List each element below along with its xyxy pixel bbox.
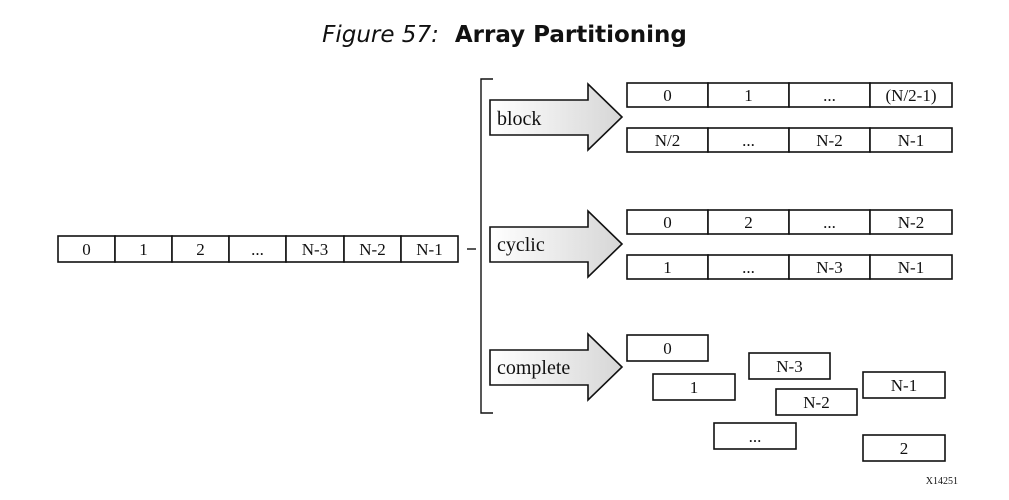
complete-cell-label: 1 — [690, 378, 699, 397]
complete-cell-label: N-2 — [803, 393, 829, 412]
block-bank-0: 0 1 ... (N/2-1) — [626, 82, 953, 108]
partition-cell-label: N-2 — [898, 213, 924, 232]
source-cell-label: 1 — [139, 240, 148, 259]
source-cell-label: 0 — [82, 240, 91, 259]
source-cell-label: N-1 — [416, 240, 442, 259]
partition-cell-label: N-1 — [898, 131, 924, 150]
source-cell: 1 — [114, 235, 173, 263]
complete-cell: N-1 — [862, 371, 946, 399]
image-code: X14251 — [926, 476, 958, 487]
partition-cell-label: N/2 — [655, 131, 681, 150]
partition-cell-label: ... — [742, 131, 755, 150]
cyclic-bank-0: 0 2 ... N-2 — [626, 209, 953, 235]
complete-cell-label: N-1 — [891, 376, 917, 395]
complete-cell-label: 2 — [900, 439, 909, 458]
cyclic-partition: cyclic 0 2 ... N-2 1 ... N-3 N-1 — [489, 209, 953, 280]
partition-cell-label: N-3 — [816, 258, 842, 277]
complete-cell-label: ... — [749, 427, 762, 446]
complete-cell: ... — [713, 422, 797, 450]
complete-cell-label: 0 — [663, 339, 672, 358]
partition-bracket — [480, 78, 493, 414]
cyclic-bank-1: 1 ... N-3 N-1 — [626, 254, 953, 280]
figure-title: Array Partitioning — [454, 22, 687, 48]
complete-arrow — [489, 332, 624, 402]
figure-caption: Figure 57: Array Partitioning — [0, 18, 1009, 52]
partition-cell-label: 2 — [744, 213, 753, 232]
source-cell-label: N-3 — [302, 240, 328, 259]
source-cell-label: 2 — [196, 240, 205, 259]
partition-cell-label: 0 — [663, 86, 672, 105]
source-cell-label: N-2 — [359, 240, 385, 259]
complete-cell: 2 — [862, 434, 946, 462]
partition-cell-label: (N/2-1) — [886, 86, 937, 105]
complete-cell-label: N-3 — [776, 357, 802, 376]
source-array: 0 1 2 ... N-3 N-2 N-1 — [57, 235, 459, 263]
partition-cell-label: N-2 — [816, 131, 842, 150]
source-cell: N-3 — [285, 235, 345, 263]
source-cell: N-2 — [343, 235, 402, 263]
block-label: block — [497, 108, 541, 130]
block-bank-1: N/2 ... N-2 N-1 — [626, 127, 953, 153]
block-partition: block 0 1 ... (N/2-1) N/2 ... N-2 N-1 — [489, 82, 953, 153]
complete-partition: complete 0 1 N-3 N-2 ... N-1 2 — [489, 332, 946, 462]
complete-cell: 0 — [626, 334, 709, 362]
source-cell: 2 — [171, 235, 230, 263]
source-cell-label: ... — [251, 240, 264, 259]
partition-cell-label: ... — [823, 213, 836, 232]
cyclic-arrow — [489, 209, 624, 279]
complete-cell: N-3 — [748, 352, 831, 380]
block-arrow — [489, 82, 624, 152]
figure-number: Figure 57: — [322, 22, 439, 48]
partition-cell-label: ... — [823, 86, 836, 105]
source-cell: ... — [228, 235, 287, 263]
partition-cell-label: ... — [742, 258, 755, 277]
cyclic-label: cyclic — [497, 234, 545, 256]
partition-cell-label: 1 — [744, 86, 753, 105]
partition-cell-label: 0 — [663, 213, 672, 232]
complete-cell: N-2 — [775, 388, 858, 416]
partition-cell-label: 1 — [663, 258, 672, 277]
complete-cell: 1 — [652, 373, 736, 401]
partition-cell-label: N-1 — [898, 258, 924, 277]
source-cell: 0 — [57, 235, 116, 263]
complete-label: complete — [497, 357, 570, 379]
source-cell: N-1 — [400, 235, 459, 263]
